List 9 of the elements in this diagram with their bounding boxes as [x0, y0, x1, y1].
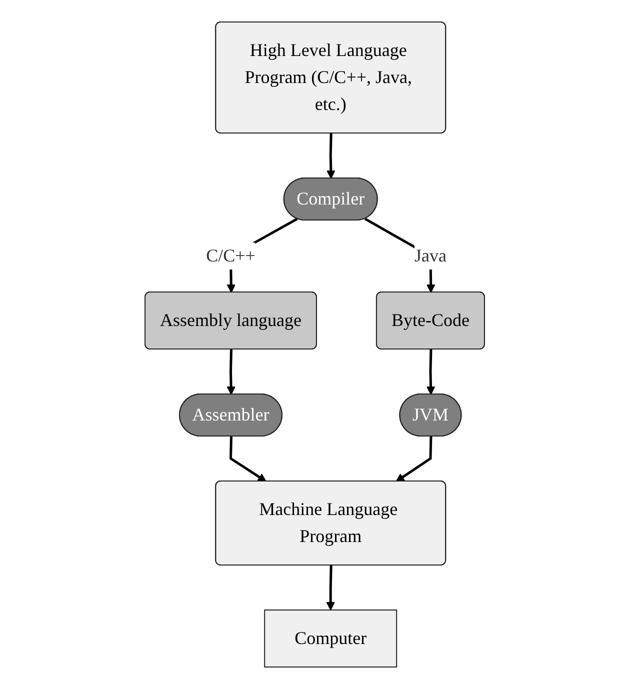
edge-label: Java: [414, 246, 447, 266]
arrow: [326, 133, 336, 179]
arrow: [226, 349, 236, 395]
node-box: Computer: [264, 610, 398, 668]
arrow: [426, 349, 436, 395]
arrow: [326, 565, 336, 610]
arrow: [230, 436, 267, 482]
edge-label: C/C++: [206, 246, 256, 266]
arrow: [396, 436, 432, 482]
